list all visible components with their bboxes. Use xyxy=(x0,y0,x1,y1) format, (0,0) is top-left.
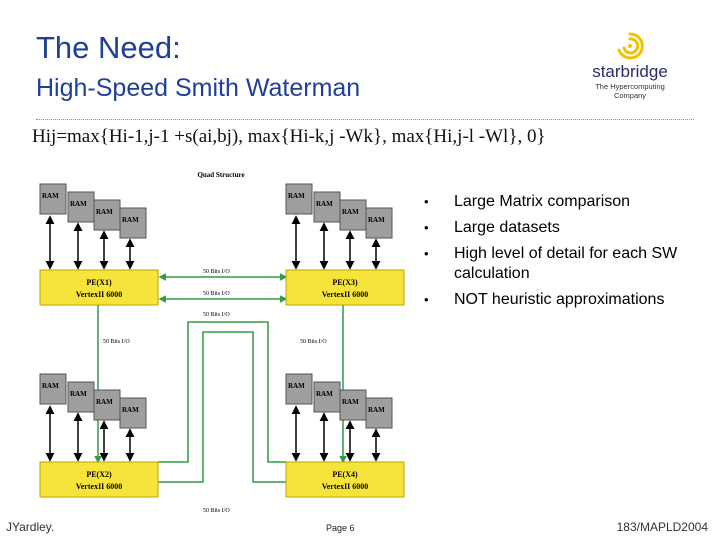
ram-label: RAM xyxy=(70,200,87,208)
pe-chip: VertexII 6000 xyxy=(76,482,123,491)
ram-label: RAM xyxy=(368,216,385,224)
io-label: 50 Bits I/O xyxy=(203,312,230,318)
io-label: 50 Bits I/O xyxy=(203,508,230,514)
io-label: 50 Bits I/O xyxy=(103,339,130,345)
bullet-item: Large Matrix comparison xyxy=(424,192,714,212)
pe-block-x3 xyxy=(285,269,405,306)
logo-tagline: The Hypercomputing Company xyxy=(595,82,665,100)
slide-subtitle: High-Speed Smith Waterman xyxy=(36,74,361,102)
io-label: 50 Bits I/O xyxy=(203,269,230,275)
title-divider xyxy=(36,119,694,120)
ram-label: RAM xyxy=(42,192,59,200)
starbridge-logo: starbridge The Hypercomputing Company xyxy=(580,28,690,100)
swirl-logo-icon xyxy=(617,32,644,60)
slide-title: The Need: xyxy=(36,30,181,65)
ram-label: RAM xyxy=(288,192,305,200)
bullet-item: High level of detail for each SW calcula… xyxy=(424,244,714,284)
io-label: 50 Bits I/O xyxy=(203,291,230,297)
ram-label: RAM xyxy=(122,406,139,414)
pe-block-x1 xyxy=(39,269,159,306)
ram-label: RAM xyxy=(342,208,359,216)
ram-stack-x1: RAM RAM RAM RAM xyxy=(39,183,147,239)
footer-author: JYardley. xyxy=(6,520,55,534)
ram-stack-x3: RAM RAM RAM RAM xyxy=(285,183,393,239)
io-label: 50 Bits I/O xyxy=(300,339,327,345)
ram-stack-x2: RAM RAM RAM RAM xyxy=(39,373,147,429)
pe-id: PE(X4) xyxy=(332,470,358,479)
ram-label: RAM xyxy=(70,390,87,398)
ram-label: RAM xyxy=(122,216,139,224)
smith-waterman-formula: Hij=max{Hi-1,j-1 +s(ai,bj), max{Hi-k,j -… xyxy=(32,126,546,147)
ram-label: RAM xyxy=(368,406,385,414)
footer-page-number: Page 6 xyxy=(326,523,355,533)
pe-chip: VertexII 6000 xyxy=(322,290,369,299)
pe-chip: VertexII 6000 xyxy=(322,482,369,491)
pe-block-x4 xyxy=(285,461,405,498)
ram-label: RAM xyxy=(96,208,113,216)
bullet-item: NOT heuristic approximations xyxy=(424,290,714,310)
ram-label: RAM xyxy=(96,398,113,406)
quad-structure-diagram: Quad Structure 50 Bits I/O 50 Bits I/O 5… xyxy=(39,171,405,514)
ram-label: RAM xyxy=(288,382,305,390)
pe-chip: VertexII 6000 xyxy=(76,290,123,299)
logo-wordmark: starbridge xyxy=(592,62,668,81)
ram-label: RAM xyxy=(342,398,359,406)
footer-reference: 183/MAPLD2004 xyxy=(616,520,708,534)
pe-block-x2 xyxy=(39,461,159,498)
bullet-list: Large Matrix comparison Large datasets H… xyxy=(424,192,714,316)
pe-id: PE(X3) xyxy=(332,278,358,287)
ram-label: RAM xyxy=(42,382,59,390)
bullet-item: Large datasets xyxy=(424,218,714,238)
ram-stack-x4: RAM RAM RAM RAM xyxy=(285,373,393,429)
ram-label: RAM xyxy=(316,200,333,208)
pe-id: PE(X2) xyxy=(86,470,112,479)
diagram-title: Quad Structure xyxy=(197,171,244,179)
pe-id: PE(X1) xyxy=(86,278,112,287)
ram-label: RAM xyxy=(316,390,333,398)
